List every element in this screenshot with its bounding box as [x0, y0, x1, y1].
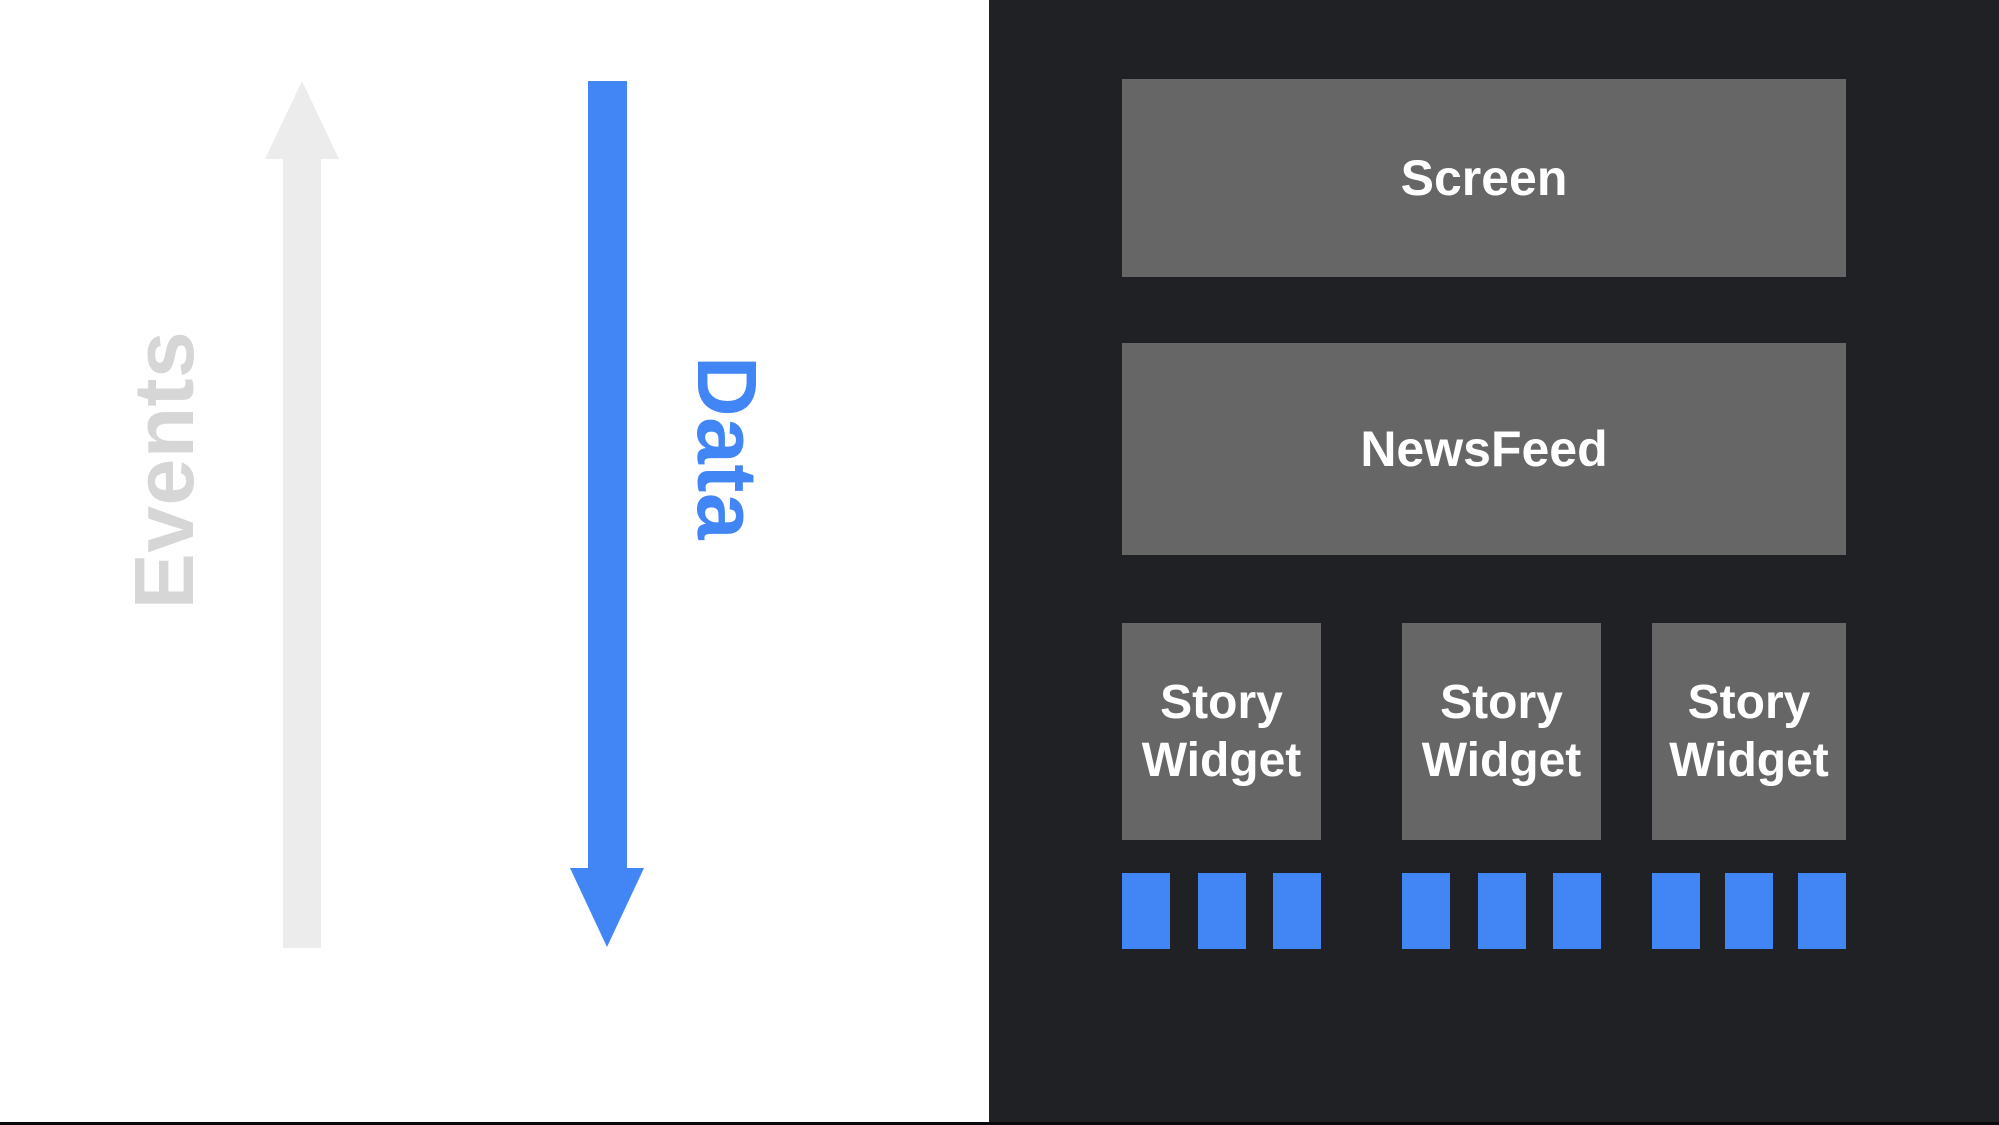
- story-widget-box: Story Widget: [1122, 623, 1321, 840]
- events-label: Events: [117, 330, 211, 610]
- story-widget-box: Story Widget: [1652, 623, 1846, 840]
- data-label: Data: [680, 355, 774, 541]
- screen-box-label: Screen: [1400, 150, 1568, 206]
- story-item-square: [1477, 873, 1526, 949]
- data-down-arrow: [570, 81, 644, 947]
- widget-tree-panel: Screen NewsFeed Story Widget Story Widge…: [989, 0, 1999, 1125]
- story-item-squares: [1402, 873, 1601, 949]
- story-item-square: [1553, 873, 1601, 949]
- story-widget-label: Story Widget: [1141, 675, 1302, 787]
- story-item-square: [1273, 873, 1321, 949]
- story-item-square: [1197, 873, 1246, 949]
- arrow-head-down-icon: [570, 868, 644, 947]
- story-item-squares: [1652, 873, 1846, 949]
- story-widget-box: Story Widget: [1402, 623, 1601, 840]
- arrow-shaft: [283, 159, 321, 948]
- story-widget-label: Story Widget: [1421, 675, 1582, 787]
- newsfeed-box: NewsFeed: [1122, 343, 1846, 555]
- arrow-head-up-icon: [265, 81, 339, 159]
- story-item-square: [1652, 873, 1700, 949]
- story-item-square: [1122, 873, 1170, 949]
- story-item-square: [1725, 873, 1773, 949]
- story-widget-label: Story Widget: [1669, 675, 1829, 787]
- arrow-shaft: [588, 81, 627, 868]
- story-item-squares: [1122, 873, 1321, 949]
- story-item-square: [1402, 873, 1450, 949]
- screen-box: Screen: [1122, 79, 1846, 277]
- bottom-edge-line: [0, 1122, 1999, 1125]
- story-item-square: [1798, 873, 1846, 949]
- events-up-arrow: [265, 81, 339, 948]
- newsfeed-box-label: NewsFeed: [1360, 421, 1608, 477]
- flow-panel: Events Data: [0, 0, 989, 1125]
